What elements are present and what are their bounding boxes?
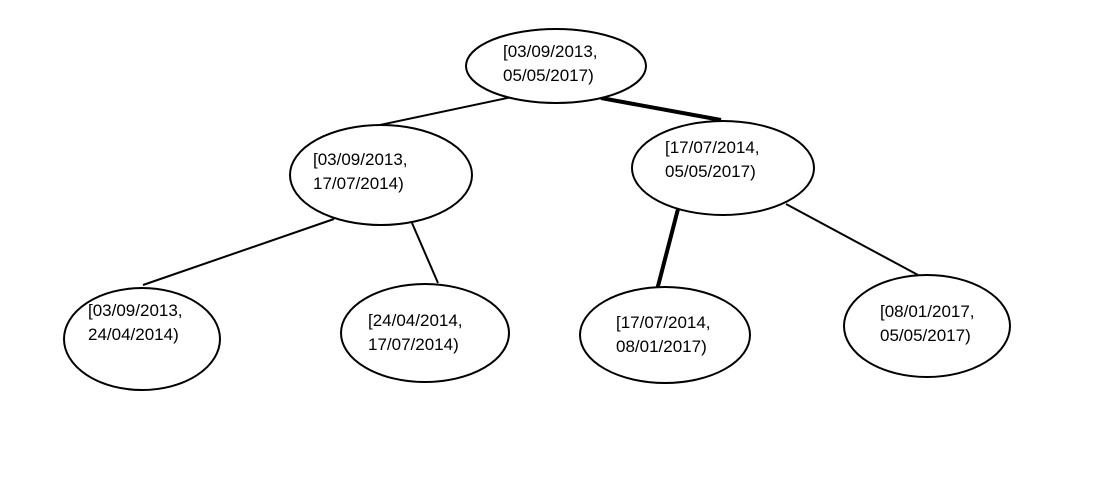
tree-edge-n0-n1	[379, 96, 513, 126]
tree-node-ellipse	[340, 283, 510, 383]
tree-node-n5: [17/07/2014, 08/01/2017)	[579, 286, 751, 384]
tree-edge-n2-n5-highlighted	[655, 208, 680, 291]
node-interval-end: 24/04/2014)	[88, 325, 179, 344]
node-interval-start: [08/01/2017,	[880, 302, 975, 321]
tree-node-ellipse	[465, 28, 647, 104]
tree-node-n2: [17/07/2014, 05/05/2017)	[631, 120, 815, 216]
tree-edge-n1-n4	[411, 222, 439, 284]
tree-node-ellipse	[289, 124, 473, 226]
node-interval-end: 17/07/2014)	[313, 174, 404, 193]
node-interval-start: [17/07/2014,	[665, 138, 760, 157]
node-interval-start: [03/09/2013,	[503, 42, 598, 61]
edges-layer	[142, 96, 919, 291]
node-interval-start: [24/04/2014,	[368, 311, 463, 330]
tree-node-ellipse	[631, 120, 815, 216]
tree-node-n1: [03/09/2013, 17/07/2014)	[289, 124, 473, 226]
node-interval-end: 05/05/2017)	[503, 66, 594, 85]
tree-node-n3: [03/09/2013, 24/04/2014)	[63, 287, 221, 391]
node-interval-start: [17/07/2014,	[616, 313, 711, 332]
tree-edge-n1-n3	[142, 218, 335, 286]
tree-node-n6: [08/01/2017, 05/05/2017)	[843, 274, 1011, 378]
node-interval-start: [03/09/2013,	[88, 301, 183, 320]
nodes-layer: [03/09/2013, 05/05/2017) [03/09/2013, 17/07…	[63, 28, 1011, 391]
node-interval-end: 17/07/2014)	[368, 335, 459, 354]
tree-node-n4: [24/04/2014, 17/07/2014)	[340, 283, 510, 383]
tree-node-n0: [03/09/2013, 05/05/2017)	[465, 28, 647, 104]
tree-node-ellipse	[843, 274, 1011, 378]
tree-node-ellipse	[63, 287, 221, 391]
node-interval-end: 08/01/2017)	[616, 337, 707, 356]
node-interval-start: [03/09/2013,	[313, 150, 408, 169]
node-interval-end: 05/05/2017)	[880, 326, 971, 345]
tree-edge-n0-n2-highlighted	[600, 96, 722, 122]
tree-node-ellipse	[579, 286, 751, 384]
tree-edge-n2-n6	[785, 203, 919, 276]
node-interval-end: 05/05/2017)	[665, 162, 756, 181]
